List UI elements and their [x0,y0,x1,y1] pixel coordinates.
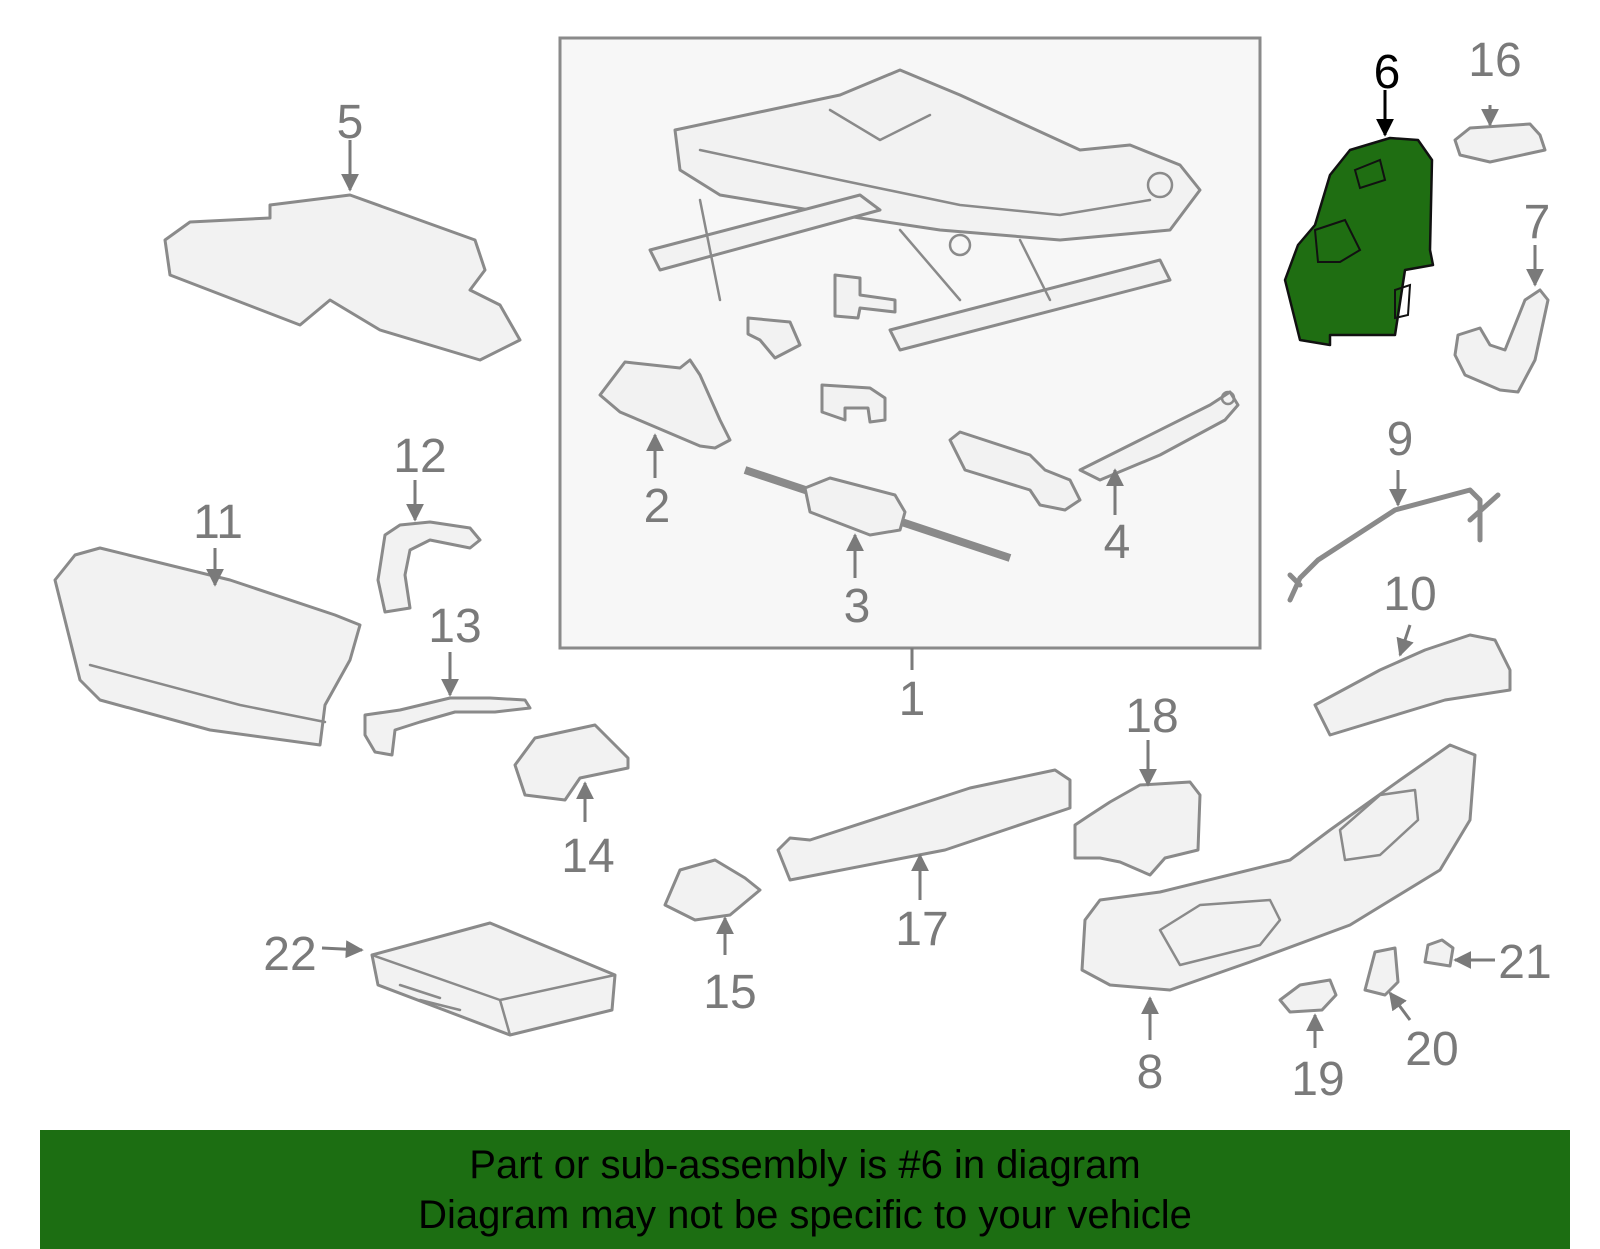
part-9-wire-rod[interactable] [1287,487,1501,603]
callout-1: 1 [899,673,926,726]
banner-line-1: Part or sub-assembly is #6 in diagram [469,1143,1141,1187]
part-10-trim[interactable] [1313,633,1512,737]
part-11-seat-back-panel[interactable] [53,546,362,747]
part-19-knob[interactable] [1278,978,1338,1014]
callout-9: 9 [1387,413,1414,466]
part-5-cushion-pan[interactable] [163,193,522,362]
inset-clip-c [820,383,887,424]
callout-19: 19 [1291,1053,1344,1106]
parts-diagram: 1 2 3 4 5 6 7 8 9 10 11 12 13 14 15 16 1… [53,34,1552,1106]
callout-16: 16 [1468,34,1521,87]
part-20-knob[interactable] [1363,946,1400,997]
leader-10 [1396,624,1414,657]
part-3-drive-rod[interactable] [743,466,1012,562]
callout-17: 17 [895,903,948,956]
callout-3: 3 [844,580,871,633]
part-12-bracket[interactable] [376,520,482,614]
callout-15: 15 [703,966,756,1019]
callout-7: 7 [1524,196,1551,249]
inset-clip-a [833,273,897,320]
callout-22: 22 [263,928,316,981]
part-15-clip[interactable] [663,858,762,922]
part-8-switch-recess [1158,898,1282,967]
callout-4: 4 [1104,516,1131,569]
part-4-motor-lever[interactable] [948,390,1240,512]
part-17-rail-cover[interactable] [776,768,1072,882]
callout-12: 12 [393,430,446,483]
part-18-bracket[interactable] [1073,780,1202,877]
part-14-bracket[interactable] [513,723,630,802]
part-8-upper-recess [1338,788,1420,862]
callout-5: 5 [337,96,364,149]
part-2-motor[interactable] [598,358,732,450]
part-8-side-shield[interactable] [1080,743,1477,992]
callout-13: 13 [428,600,481,653]
callout-11: 11 [193,496,243,549]
callout-18: 18 [1125,690,1178,743]
callout-8: 8 [1137,1046,1164,1099]
info-banner: Part or sub-assembly is #6 in diagram Di… [40,1130,1570,1249]
leader-22 [321,940,364,959]
callout-2: 2 [644,480,671,533]
part-1-seat-adjuster-frame[interactable] [648,68,1202,352]
callout-21: 21 [1498,936,1551,989]
callout-6: 6 [1374,46,1401,99]
part-7-bracket[interactable] [1453,288,1550,394]
inset-clip-b [746,316,802,360]
part-16-clip[interactable] [1453,122,1547,164]
banner-line-2: Diagram may not be specific to your vehi… [418,1193,1192,1237]
part-13-bracket[interactable] [363,696,532,757]
callout-10: 10 [1383,568,1436,621]
part-22-control-module[interactable] [370,921,617,1037]
callout-14: 14 [561,830,614,883]
part-21-knob[interactable] [1423,938,1455,968]
part-6-trim-panel[interactable] [1283,136,1435,347]
leader-20 [1388,991,1412,1021]
callout-20: 20 [1405,1023,1458,1076]
part-11-crease [88,663,327,724]
